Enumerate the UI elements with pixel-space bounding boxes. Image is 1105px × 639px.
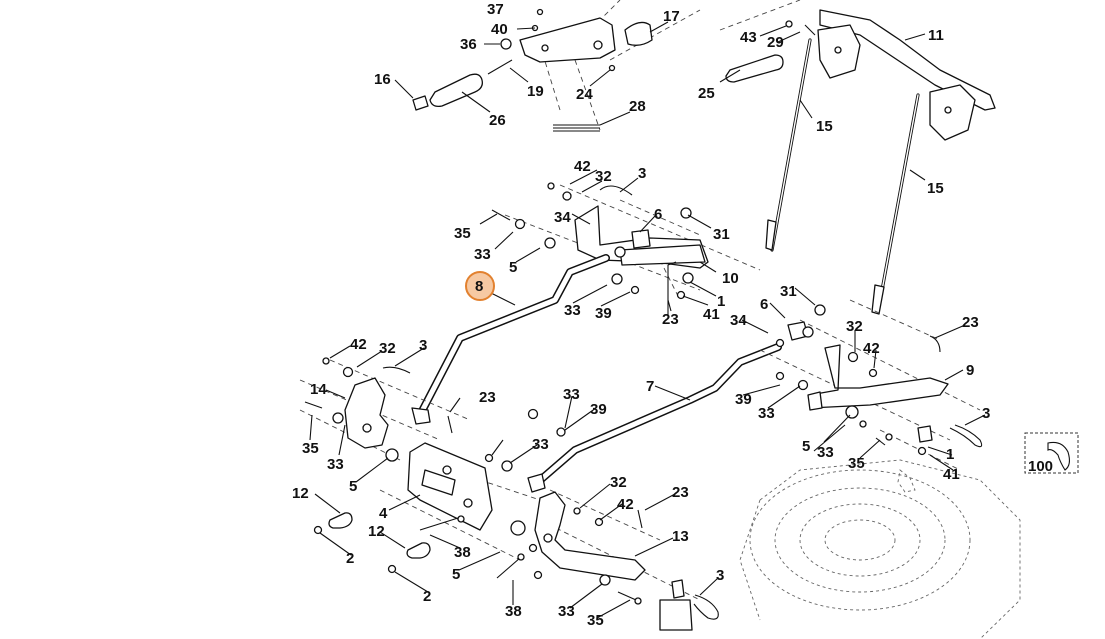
callout-5-top: 5 [509, 259, 517, 276]
callout-33-left: 33 [327, 456, 344, 473]
callout-17: 17 [663, 8, 680, 25]
callout-2-top: 2 [346, 550, 354, 567]
callout-40: 40 [491, 21, 508, 38]
callout-3-right: 3 [982, 405, 990, 422]
callout-6-right: 6 [760, 296, 768, 313]
callout-32-right: 32 [846, 318, 863, 335]
height-adjust-rod-8 [411, 254, 610, 425]
callout-33-center: 33 [563, 386, 580, 403]
mower-deck [739, 459, 1021, 639]
callout-23-top: 23 [662, 311, 679, 328]
callout-labels: 37 40 36 17 16 19 24 26 28 43 29 11 25 1… [292, 1, 1053, 629]
callout-2-bottom: 2 [423, 588, 431, 605]
callout-11: 11 [928, 27, 944, 44]
leader-lines [309, 21, 986, 619]
callout-38-top: 38 [454, 544, 471, 561]
callout-28: 28 [629, 98, 646, 115]
callout-35-left: 35 [302, 440, 319, 457]
callout-5-right: 5 [802, 438, 810, 455]
callout-16: 16 [374, 71, 391, 88]
highlighted-callout-8[interactable]: 8 [465, 271, 495, 301]
callout-1-top: 1 [717, 293, 725, 310]
callout-10: 10 [722, 270, 739, 287]
callout-25: 25 [698, 85, 715, 102]
callout-34-top: 34 [554, 209, 571, 226]
callout-4: 4 [379, 505, 388, 522]
callout-26: 26 [489, 112, 506, 129]
callout-33-deck: 33 [817, 444, 834, 461]
callout-33-mid: 33 [564, 302, 581, 319]
callout-33-right: 33 [758, 405, 775, 422]
callout-33-plate: 33 [532, 436, 549, 453]
callout-9: 9 [966, 362, 974, 379]
callout-32-top: 32 [595, 168, 612, 185]
callout-36: 36 [460, 36, 477, 53]
lever-13 [447, 408, 719, 631]
svg-text:8: 8 [475, 278, 483, 295]
handle-assembly [412, 0, 996, 141]
callout-12-bottom: 12 [368, 523, 385, 540]
control-cables [765, 38, 920, 315]
callout-23-bottom: 23 [672, 484, 689, 501]
callout-39-center: 39 [590, 401, 607, 418]
callout-31-top: 31 [713, 226, 730, 243]
callout-34-right: 34 [730, 312, 747, 329]
callout-3-top: 3 [638, 165, 646, 182]
callout-12-top: 12 [292, 485, 309, 502]
callout-41-right: 41 [943, 466, 960, 483]
callout-42-left: 42 [350, 336, 367, 353]
callout-15-right: 15 [927, 180, 944, 197]
callout-39-mid: 39 [595, 305, 612, 322]
callout-35-right: 35 [848, 455, 865, 472]
mounting-plate-4 [313, 442, 541, 579]
callout-3-bottom: 3 [716, 567, 724, 584]
callout-5-bottom: 5 [452, 566, 460, 583]
callout-23-left: 23 [479, 389, 496, 406]
callout-19: 19 [527, 83, 544, 100]
callout-13: 13 [672, 528, 689, 545]
callout-32-left: 32 [379, 340, 396, 357]
callout-39-right: 39 [735, 391, 752, 408]
callout-41-top: 41 [703, 306, 720, 323]
callout-42-right: 42 [863, 340, 880, 357]
callout-43: 43 [740, 29, 757, 46]
callout-24: 24 [576, 86, 593, 103]
callout-1-right: 1 [946, 446, 954, 463]
callout-29: 29 [767, 34, 784, 51]
callout-3-left: 3 [419, 337, 427, 354]
height-adjust-rod-7 [527, 343, 782, 493]
callout-35-top: 35 [454, 225, 471, 242]
callout-23-right: 23 [962, 314, 979, 331]
callout-35-bottom: 35 [587, 612, 604, 629]
callout-15-top: 15 [816, 118, 833, 135]
callout-100: 100 [1028, 458, 1053, 475]
callout-38-bottom: 38 [505, 603, 522, 620]
callout-7: 7 [646, 378, 654, 395]
callout-31-right: 31 [780, 283, 797, 300]
left-bracket-14 [299, 357, 471, 462]
right-bracket-assembly [759, 299, 983, 471]
callout-37: 37 [487, 1, 504, 18]
callout-33-bottom: 33 [558, 603, 575, 620]
callout-6-top: 6 [654, 206, 662, 223]
callout-33-top: 33 [474, 246, 491, 263]
callout-42-top: 42 [574, 158, 591, 175]
callout-42-bottom: 42 [617, 496, 634, 513]
rear-lever-assembly [491, 182, 761, 315]
callout-14: 14 [310, 381, 327, 398]
callout-32-bottom: 32 [610, 474, 627, 491]
part-100-inset [1024, 432, 1079, 474]
callout-5-left: 5 [349, 478, 357, 495]
